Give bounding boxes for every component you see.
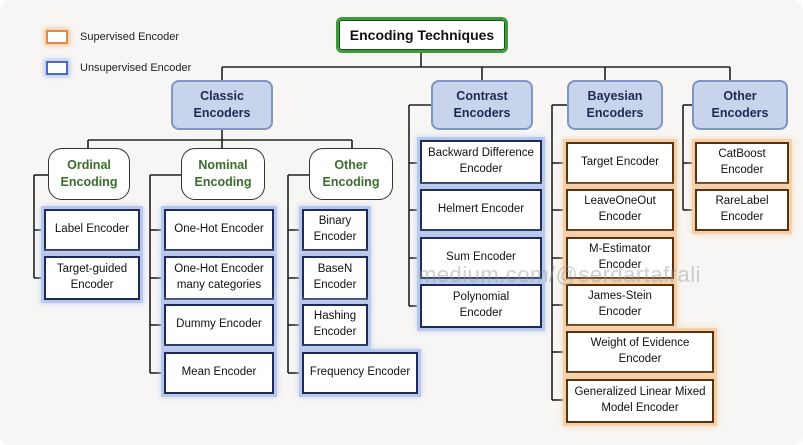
root-node: Encoding Techniques xyxy=(336,17,508,53)
leaf-target-encoder: Target Encoder xyxy=(566,142,674,184)
category-contrast: Contrast Encoders xyxy=(431,80,533,130)
leaf-helmert-encoder: Helmert Encoder xyxy=(420,189,542,231)
leaf-weight-of-evidence-encoder: Weight of Evidence Encoder xyxy=(566,331,714,373)
leaf-james-stein-encoder: James-Stein Encoder xyxy=(566,284,674,326)
category-bayesian: Bayesian Encoders xyxy=(567,80,663,130)
leaf-sum-encoder: Sum Encoder xyxy=(420,237,542,279)
leaf-binary-encoder: Binary Encoder xyxy=(302,209,368,251)
watermark-text: medium.com/@serdartafrali xyxy=(418,262,702,287)
leaf-polynomial-encoder: Polynomial Encoder xyxy=(420,284,542,328)
subcategory-other: Other Encoding xyxy=(309,148,393,200)
leaf-mean-encoder: Mean Encoder xyxy=(164,352,274,394)
legend-supervised-label: Supervised Encoder xyxy=(80,31,180,43)
leaf-one-hot-encoder: One-Hot Encoder xyxy=(164,209,274,251)
leaf-m-estimator-encoder: M-Estimator Encoder xyxy=(566,237,674,279)
leaf-target-guided-encoder: Target-guided Encoder xyxy=(44,256,140,300)
leaf-rarelabel-encoder: RareLabel Encoder xyxy=(695,189,789,231)
legend-unsupervised-swatch xyxy=(46,61,68,75)
leaf-one-hot-encoder-many-categories: One-Hot Encoder many categories xyxy=(164,256,274,300)
leaf-basen-encoder: BaseN Encoder xyxy=(302,256,368,300)
leaf-frequency-encoder: Frequency Encoder xyxy=(302,352,418,394)
leaf-leaveoneout-encoder: LeaveOneOut Encoder xyxy=(566,189,674,231)
leaf-label-encoder: Label Encoder xyxy=(44,209,140,251)
legend-unsupervised-label: Unsupervised Encoder xyxy=(80,62,192,74)
category-other: Other Encoders xyxy=(692,80,788,130)
leaf-backward-difference-encoder: Backward Difference Encoder xyxy=(420,140,542,184)
leaf-catboost-encoder: CatBoost Encoder xyxy=(695,142,789,184)
legend-supervised-swatch xyxy=(46,30,68,44)
subcategory-nominal: Nominal Encoding xyxy=(181,148,265,200)
leaf-generalized-linear-mixed-model-encoder: Generalized Linear Mixed Model Encoder xyxy=(566,379,714,423)
subcategory-ordinal: Ordinal Encoding xyxy=(48,148,130,200)
leaf-dummy-encoder: Dummy Encoder xyxy=(164,304,274,346)
leaf-hashing-encoder: Hashing Encoder xyxy=(302,304,368,346)
category-classic: Classic Encoders xyxy=(171,80,273,130)
